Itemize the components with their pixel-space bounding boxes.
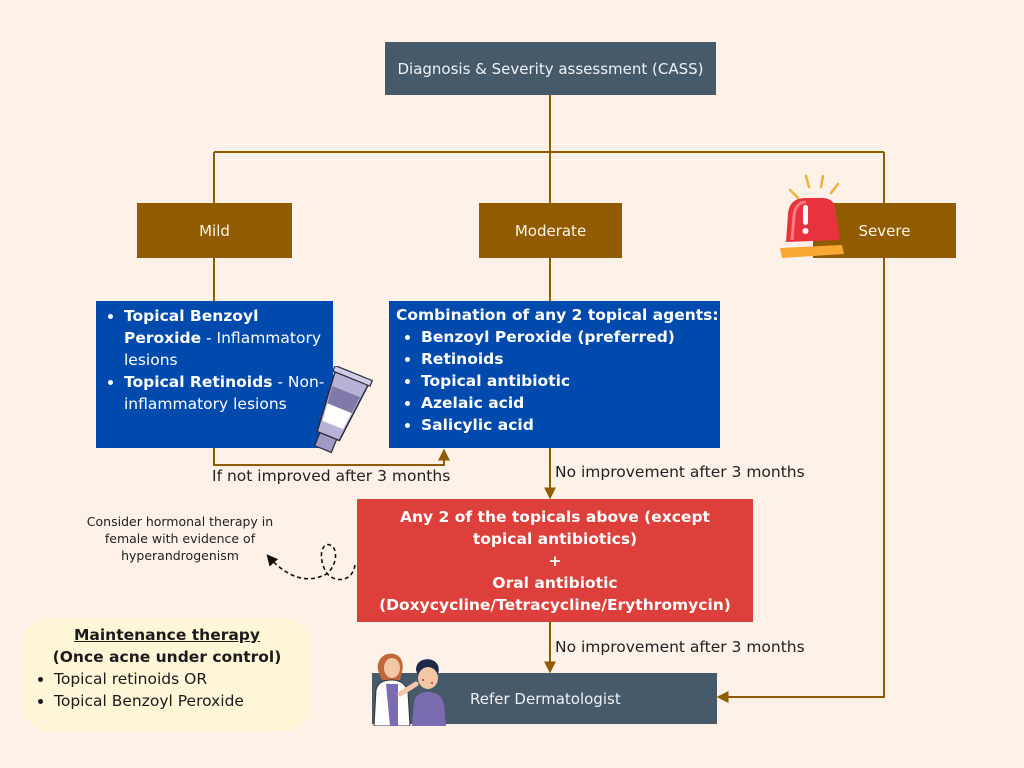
escalation-plus: + xyxy=(548,551,562,570)
edge-label-escalation-to-referral: No improvement after 3 months xyxy=(555,638,805,656)
mild-treatment-item: Topical Retinoids - Non-inflammatory les… xyxy=(124,371,325,415)
mild-treatment-box: Topical Benzoyl Peroxide - Inflammatory … xyxy=(96,301,333,448)
moderate-treatment-item: Retinoids xyxy=(421,348,719,370)
hormonal-note-arrow xyxy=(266,543,356,581)
moderate-treatment-box: Combination of any 2 topical agents: Ben… xyxy=(389,301,720,448)
maintenance-title: Maintenance therapy xyxy=(73,626,261,644)
mild-label: Mild xyxy=(199,221,230,240)
mild-treatment-item: Topical Benzoyl Peroxide - Inflammatory … xyxy=(124,305,325,371)
moderate-treatment-item: Benzoyl Peroxide (preferred) xyxy=(421,326,719,348)
connector-severe-to-referral xyxy=(716,258,885,703)
referral-label: Refer Dermatologist xyxy=(470,689,621,708)
escalation-oral: Oral antibiotic xyxy=(492,573,618,592)
maintenance-subtitle: (Once acne under control) xyxy=(52,648,282,666)
hormonal-therapy-note: Consider hormonal therapy in female with… xyxy=(86,514,274,563)
maintenance-item: Topical retinoids OR xyxy=(54,668,302,690)
edge-label-mild-to-moderate: If not improved after 3 months xyxy=(212,467,451,485)
moderate-treatment-item: Topical antibiotic xyxy=(421,370,719,392)
edge-label-moderate-to-escalation: No improvement after 3 months xyxy=(555,463,805,481)
moderate-treatment-item: Azelaic acid xyxy=(421,392,719,414)
maintenance-item: Topical Benzoyl Peroxide xyxy=(54,690,302,712)
moderate-box: Moderate xyxy=(479,203,622,258)
moderate-treatment-item: Salicylic acid xyxy=(421,414,719,436)
connector-mild-to-moderate xyxy=(213,448,450,466)
maintenance-therapy-card: Maintenance therapy (Once acne under con… xyxy=(22,618,312,731)
diagnosis-label: Diagnosis & Severity assessment (CASS) xyxy=(397,59,704,78)
doctor-patient-icon xyxy=(373,653,446,726)
moderate-treatment-heading: Combination of any 2 topical agents: xyxy=(396,306,719,324)
diagnosis-box: Diagnosis & Severity assessment (CASS) xyxy=(385,42,716,95)
severe-label: Severe xyxy=(858,221,911,240)
siren-alarm-icon xyxy=(780,174,844,258)
escalation-topicals: Any 2 of the topicals above (except topi… xyxy=(400,507,710,548)
escalation-box: Any 2 of the topicals above (except topi… xyxy=(357,499,753,622)
mild-box: Mild xyxy=(137,203,292,258)
cream-tube-icon xyxy=(313,366,374,454)
escalation-oral-options: (Doxycycline/Tetracycline/Erythromycin) xyxy=(379,595,731,614)
moderate-label: Moderate xyxy=(514,221,587,240)
